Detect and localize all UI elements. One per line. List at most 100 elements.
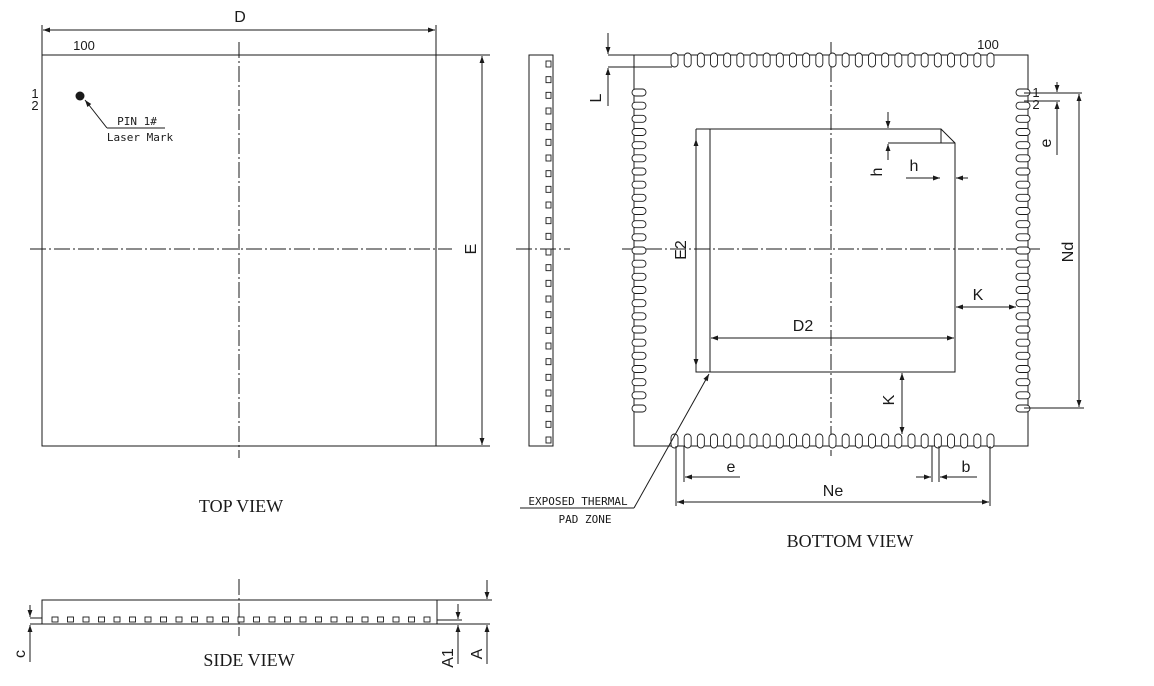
side-view-pad — [423, 616, 431, 623]
bottom-pad — [802, 52, 811, 68]
bottom-pad — [710, 433, 718, 449]
side-profile-body — [528, 54, 554, 447]
dim-e-pitch-right-label: e — [1038, 138, 1055, 147]
bottom-pad — [631, 312, 647, 321]
dim-nd-label: Nd — [1060, 242, 1077, 262]
side-view-pad — [51, 616, 59, 623]
dim-e-label: E — [463, 244, 480, 255]
side-view-pad — [98, 616, 105, 623]
bottom-pad — [1015, 325, 1031, 334]
dim-d-label: D — [234, 9, 246, 26]
bottom-pad — [1015, 286, 1031, 294]
dim-l-label: L — [588, 93, 605, 102]
side-profile-pad — [545, 107, 552, 115]
bottom-pad — [1015, 114, 1031, 123]
bottom-pad — [631, 246, 647, 255]
dim-a-label: A — [469, 648, 486, 659]
bottom-pad — [1015, 220, 1031, 229]
side-view-pad — [268, 616, 276, 623]
bottom-pad — [828, 433, 837, 449]
bottom-pad — [775, 52, 784, 68]
dim-ne-label: Ne — [823, 483, 844, 500]
bottom-pad — [881, 433, 890, 449]
side-profile-pad — [545, 248, 552, 256]
side-view-pads — [51, 616, 431, 623]
exposed-pad-note-line1: EXPOSED THERMAL — [528, 495, 628, 508]
side-profile-pad — [545, 60, 552, 68]
bottom-pad — [631, 259, 647, 268]
bottom-pad — [631, 351, 647, 360]
side-view-pad — [191, 616, 198, 623]
side-view-pad — [408, 616, 415, 623]
bottom-pad — [631, 338, 647, 347]
side-view-pad — [129, 616, 136, 623]
bottom-pad — [1015, 272, 1031, 281]
bottom-pad — [854, 433, 863, 449]
bottom-pad — [802, 433, 811, 449]
bottom-pad — [631, 128, 647, 136]
bottom-pad — [881, 52, 890, 68]
side-view-pad — [346, 616, 353, 623]
bottom-pads-left-column — [631, 88, 647, 413]
bottom-pad — [631, 325, 647, 334]
bottom-pad — [762, 52, 771, 68]
bottom-pad — [631, 141, 647, 150]
bottom-pad — [1015, 207, 1031, 215]
side-profile-pad — [545, 76, 552, 84]
bottom-pad — [1015, 154, 1031, 163]
side-view-pad — [82, 616, 90, 623]
side-view-pad — [299, 616, 307, 623]
bottom-pad — [947, 433, 955, 449]
bottom-pad — [631, 180, 647, 189]
bottom-pad — [1015, 365, 1031, 373]
top-pin-100-label: 100 — [73, 38, 95, 53]
top-pin-1-label: 1 — [31, 86, 38, 101]
bottom-pad — [1015, 233, 1031, 242]
dim-c-label: c — [12, 650, 29, 658]
bottom-pad — [736, 433, 745, 449]
bottom-pad — [631, 167, 647, 176]
side-view-pad — [361, 616, 369, 623]
bottom-pad — [1015, 141, 1031, 150]
side-profile-pad — [545, 311, 552, 319]
side-profile-pads — [545, 60, 552, 444]
side-profile-pad — [545, 185, 552, 193]
side-view-pad — [284, 616, 291, 623]
side-view-pad — [222, 616, 229, 623]
side-profile-pad — [545, 154, 552, 162]
side-profile-pad — [545, 201, 552, 209]
bottom-pad — [894, 52, 903, 68]
dim-h-horizontal-label: h — [910, 158, 919, 175]
bottom-pads-right-column — [1015, 88, 1031, 413]
bottom-pad — [696, 52, 705, 68]
bottom-view: E2 D2 h h K K L 100 1 2 e — [520, 33, 1084, 551]
top-view-title: TOP VIEW — [199, 496, 283, 516]
bottom-pad — [933, 52, 942, 68]
dim-h-vertical-label: h — [869, 168, 886, 177]
bottom-pad — [631, 299, 647, 308]
bottom-pad — [710, 52, 718, 68]
side-view: A A1 c SIDE VIEW — [12, 579, 492, 670]
bottom-pad — [920, 52, 929, 68]
bottom-pad — [631, 154, 647, 163]
dim-k-right-label: K — [973, 287, 984, 304]
side-view-title: SIDE VIEW — [203, 650, 294, 670]
bottom-pad — [947, 52, 955, 68]
side-view-pad — [377, 616, 384, 623]
bottom-pad — [960, 433, 969, 449]
bottom-pad — [683, 433, 692, 449]
bottom-pad — [1015, 193, 1031, 202]
exposed-pad-note-line2: PAD ZONE — [559, 513, 612, 526]
bottom-pad — [631, 286, 647, 294]
pin1-note: PIN 1# — [117, 115, 157, 128]
bottom-view-title: BOTTOM VIEW — [787, 531, 914, 551]
side-profile-pad — [545, 91, 552, 99]
bottom-pad — [775, 433, 784, 449]
side-profile-pad — [545, 170, 552, 178]
bottom-pad — [986, 52, 995, 68]
bottom-pad — [854, 52, 863, 68]
bottom-pin-100-label: 100 — [977, 37, 999, 52]
bottom-pad — [723, 52, 732, 68]
bottom-pad — [1015, 259, 1031, 268]
